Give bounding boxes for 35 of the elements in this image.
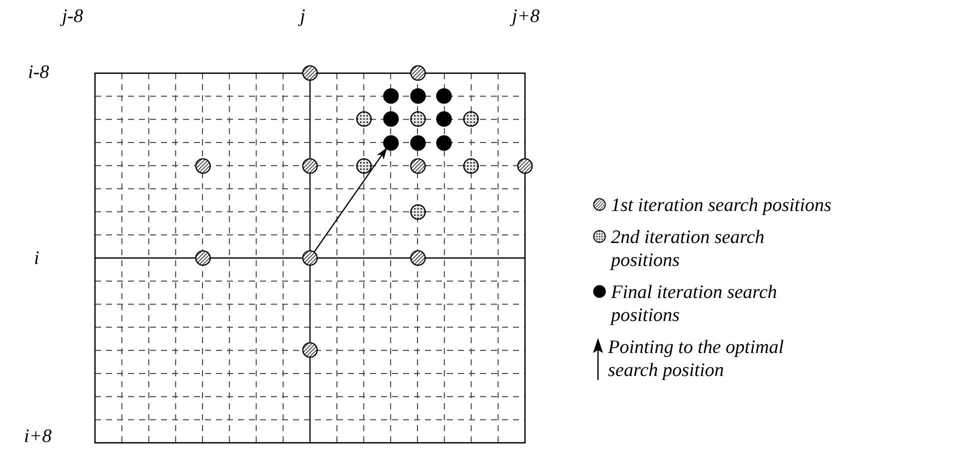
legend-text: Pointing to the optimal search position [608,336,785,382]
axis-label: j [300,6,306,28]
filled-dot [382,134,399,150]
hatched-dot [410,158,426,174]
hatched-dot [302,342,318,358]
dotted-dot [410,111,426,128]
dotted-dot [463,158,480,174]
hatched-dot [410,65,426,82]
dotted-dot [356,158,372,174]
filled-dot [436,134,452,150]
hatched-dot [517,158,533,174]
filled-dot [436,88,452,104]
dotted-dot [463,111,480,128]
filled-dot [436,111,452,128]
dotted-dot [410,204,426,220]
hatched-dot [410,250,426,266]
hatched-dot [302,65,318,82]
legend-text: 2nd iteration search positions [611,226,766,272]
axis-label: i [34,248,40,270]
filled-dot [410,134,426,150]
hatched-dot [194,158,210,174]
legend-text: 1st iteration search positions [611,194,832,217]
arrow [314,147,388,253]
hatched-dot [302,250,318,266]
legend-text: Final iteration search positions [611,281,778,327]
hatched-dot [194,250,210,266]
dotted-dot [356,111,372,128]
axis-label: i+8 [24,426,52,448]
axis-label: j+8 [512,6,540,28]
hatched-dot [302,158,318,174]
axis-label: j-8 [62,6,84,28]
filled-dot [382,88,399,104]
axis-label: i-8 [28,62,50,84]
filled-dot [410,88,426,104]
filled-dot [382,111,399,128]
